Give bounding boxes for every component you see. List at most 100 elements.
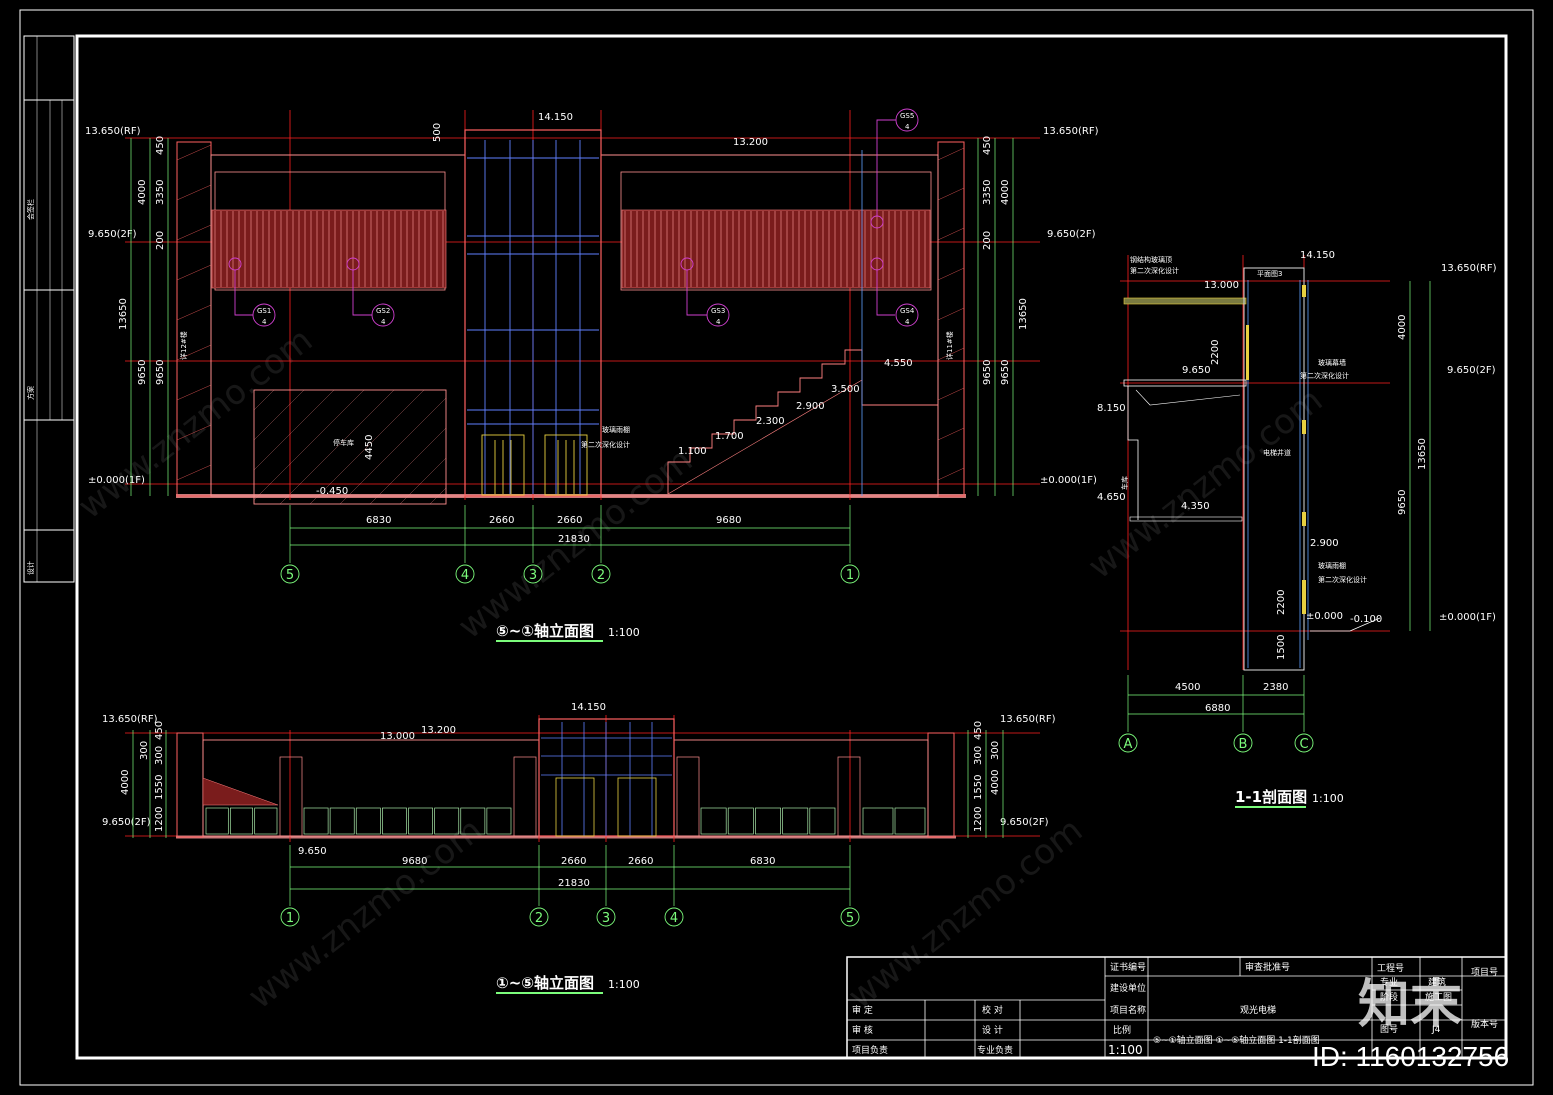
tb-row1-b: 设 计	[982, 1024, 1003, 1036]
callout-sub-1: 4	[262, 318, 267, 326]
railing-panel	[862, 807, 894, 835]
lvl-stair-2: 3.500	[831, 384, 860, 395]
tb-row2-a: 项目负责	[852, 1044, 888, 1056]
railing-panel	[460, 807, 486, 835]
tb-row2-b: 专业负责	[977, 1044, 1013, 1056]
vdim-b-l-2: 300	[154, 746, 165, 765]
vdim-b-l-5: 1200	[154, 807, 165, 832]
tb-status-label: 阶段	[1380, 991, 1398, 1003]
lvl-a-top: 14.150	[538, 112, 573, 123]
glass-shaft	[464, 129, 602, 497]
vdim-a-l-2: 3350	[155, 180, 166, 205]
sec-vdim-0: 4000	[1397, 315, 1408, 340]
railing-panel	[303, 807, 329, 835]
sec-lvl-7: ±0.000	[1306, 611, 1343, 622]
sec-note-7: 玻璃雨棚	[1318, 561, 1346, 570]
vdim-a-r-1: 3350	[982, 180, 993, 205]
axis-a-5: 5	[286, 568, 294, 583]
sec-note-4: 第二次深化设计	[1300, 371, 1349, 380]
sec-vdim-4: 2200	[1276, 590, 1287, 615]
lvl-stair-1: 4.550	[884, 358, 913, 369]
callout-sub-4: 4	[905, 318, 910, 326]
scale-elevation-a: 1:100	[608, 626, 640, 639]
hdim-b-1: 2660	[561, 856, 586, 867]
axis-a-4: 4	[461, 568, 469, 583]
railing-panel	[329, 807, 355, 835]
sec-lvl-0: 14.150	[1300, 250, 1335, 261]
tb-stage-label: 工程号	[1377, 963, 1404, 974]
tb-drawing-no-label: 图号	[1380, 1024, 1398, 1035]
vdim-a-l-3: 200	[155, 231, 166, 250]
railing-panel	[355, 807, 381, 835]
side-strip-mid: 方案	[26, 386, 35, 400]
sec-note-3: 玻璃幕墙	[1318, 358, 1346, 367]
section-1-1: 钢结构玻璃顶 第二次深化设计 平面图3 玻璃幕墙 第二次深化设计 电梯井道 车库…	[1097, 250, 1497, 808]
axis-b-4: 4	[670, 911, 678, 926]
lvl-b-a: 13.000	[380, 731, 415, 742]
sec-note-6: 车库	[1120, 476, 1129, 490]
sec-hdim-1: 2380	[1263, 682, 1288, 693]
title-section: 1-1剖面图	[1235, 788, 1307, 806]
scale-section: 1:100	[1312, 792, 1344, 805]
tb-cert-label: 证书编号	[1110, 961, 1146, 973]
lvl-b-b: 13.200	[421, 725, 456, 736]
railing-panel	[205, 807, 229, 835]
sec-lvl-4: 4.650	[1097, 492, 1126, 503]
dim-pit-height: 4450	[364, 435, 375, 460]
railing-panel	[254, 807, 278, 835]
tb-discipline-value: 建筑	[1428, 976, 1446, 988]
axis-a-3: 3	[529, 568, 537, 583]
railing-panel	[727, 807, 754, 835]
railing-panel	[229, 807, 254, 835]
railing-panel	[408, 807, 433, 835]
axis-sec-b: B	[1239, 737, 1248, 752]
axis-a-2: 2	[597, 568, 605, 583]
vdim-b-r-5: 1200	[973, 807, 984, 832]
hdim-b-3: 6830	[750, 856, 775, 867]
tb-drawing-no-value: J4	[1431, 1025, 1441, 1035]
sec-lvl-2: 9.650	[1182, 365, 1211, 376]
tb-version-label: 版本号	[1471, 1018, 1498, 1030]
sec-lvl-3: 8.150	[1097, 403, 1126, 414]
axis-b-5: 5	[846, 911, 854, 926]
vdim-a-r-6: 9650	[1000, 360, 1011, 385]
railing-panel	[434, 807, 460, 835]
lvl-stair-6: 1.100	[678, 446, 707, 457]
scale-elevation-b: 1:100	[608, 978, 640, 991]
vdim-a-r-2: 4000	[1000, 180, 1011, 205]
lvl-a-roof: 13.200	[733, 137, 768, 148]
vdim-b-r-1: 300	[990, 741, 1001, 760]
side-strip: 会签栏 方案 设计	[23, 35, 75, 583]
lvl-a-left-1f: ±0.000(1F)	[88, 475, 145, 486]
vdim-b-l-4: 1550	[154, 775, 165, 800]
tb-project-label: 项目名称	[1110, 1004, 1146, 1016]
railing-panel	[894, 807, 926, 835]
sec-lvl-6: 2.900	[1310, 538, 1339, 549]
callout-gs4: GS4	[900, 307, 915, 315]
tb-scale-value: 1:100	[1108, 1043, 1143, 1057]
lvl-b-right-2f: 9.650(2F)	[1000, 817, 1049, 828]
note-canopy: 玻璃雨棚	[602, 425, 630, 434]
side-strip-top: 会签栏	[26, 199, 35, 220]
outer-border	[19, 9, 1534, 1086]
callout-gs5: GS5	[900, 112, 914, 120]
vdim-a-l-6: 9650	[155, 360, 166, 385]
vdim-b-l-0: 450	[154, 721, 165, 740]
title-elevation-b: ①~⑤轴立面图	[496, 974, 594, 992]
tb-discipline-label: 专业	[1380, 976, 1398, 988]
note-second-design: 第二次深化设计	[581, 440, 630, 449]
tb-unit-label: 建设单位	[1110, 982, 1146, 994]
vdim-a-r-5: 9650	[982, 360, 993, 385]
sec-rlvl-2: ±0.000(1F)	[1439, 612, 1496, 623]
lvl-stair-3: 2.900	[796, 401, 825, 412]
vdim-b-r-0: 450	[973, 721, 984, 740]
lvl-b-left-rf: 13.650(RF)	[102, 714, 158, 725]
railing-panel	[382, 807, 407, 835]
hdim-a-3: 9680	[716, 515, 741, 526]
inner-border	[75, 34, 1508, 1060]
brand-id: ID: 1160132756	[1312, 1041, 1509, 1072]
tb-project-no-label: 项目号	[1471, 967, 1498, 978]
stair	[667, 349, 938, 494]
railing-panel	[809, 807, 836, 835]
